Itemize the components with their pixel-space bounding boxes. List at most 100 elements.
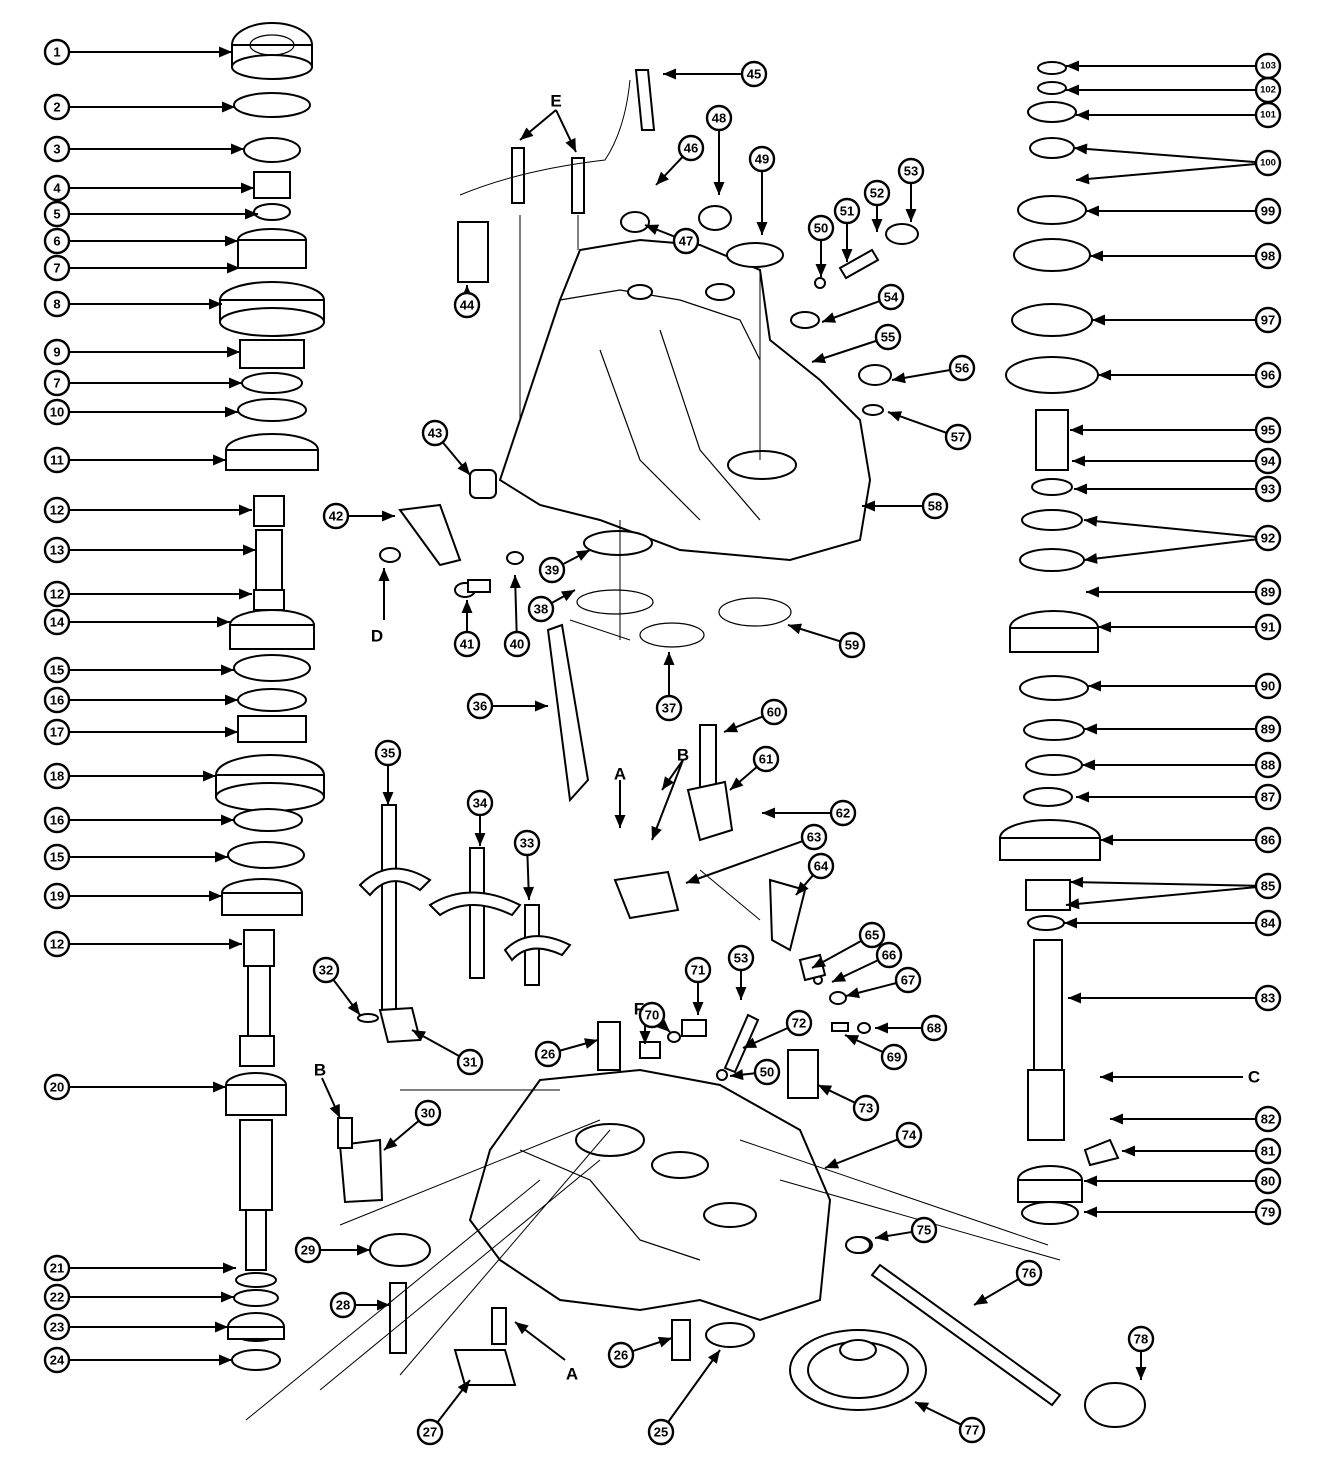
callout-14: 14: [43, 608, 71, 636]
callout-circle: [43, 1313, 71, 1341]
callout-number: 46: [684, 141, 698, 156]
arrowhead: [213, 1081, 226, 1093]
arrowhead: [818, 1085, 833, 1096]
arrowhead: [515, 1322, 529, 1335]
arrowhead: [905, 209, 917, 222]
callout-number: 66: [882, 948, 896, 963]
callout-17: 17: [43, 718, 71, 746]
callout-circle: [1254, 475, 1282, 503]
arrowhead: [846, 987, 860, 999]
arrowhead: [457, 1380, 470, 1394]
callout-number: 102: [1260, 85, 1276, 96]
arrowhead: [535, 700, 548, 712]
leader-line: [1073, 147, 1257, 164]
callout-circle: [43, 398, 71, 426]
callout-31: 31: [456, 1048, 484, 1076]
callout-number: 24: [50, 1353, 65, 1368]
callout-32: 32: [312, 956, 340, 984]
callout-84: 84: [1254, 909, 1282, 937]
arrowhead: [1068, 992, 1081, 1004]
callout-68: 68: [920, 1014, 948, 1042]
callout-13: 13: [43, 536, 71, 564]
callout-number: 47: [679, 234, 693, 249]
callout-45: 45: [740, 60, 768, 88]
callout-circle: [1254, 1167, 1282, 1195]
callout-number: 56: [955, 361, 969, 376]
callout-circle: [921, 492, 949, 520]
callout-16: 16: [43, 686, 71, 714]
callout-circle: [800, 823, 828, 851]
callout-circle: [894, 966, 922, 994]
callout-circle: [43, 762, 71, 790]
callout-number: 55: [881, 330, 895, 345]
arrowhead: [1086, 205, 1099, 217]
arrowhead: [1070, 424, 1083, 436]
leader-line: [685, 840, 804, 884]
arrowhead: [1084, 723, 1097, 735]
mainshaft-assembly: [215, 22, 325, 1371]
callout-number: 94: [1261, 454, 1276, 469]
callout-number: 26: [541, 1047, 555, 1062]
arrowhead: [815, 264, 827, 277]
callout-circle: [43, 1073, 71, 1101]
callout-50: 50: [807, 214, 835, 242]
callout-95: 95: [1254, 416, 1282, 444]
callout-number: 11: [50, 453, 64, 468]
callout-26: 26: [607, 1341, 635, 1369]
callout-69: 69: [880, 1043, 908, 1071]
arrowhead: [1100, 1071, 1113, 1083]
arrowhead: [217, 616, 230, 628]
callout-circle: [875, 941, 903, 969]
arrowhead: [639, 1031, 651, 1044]
callout-92: 92: [1254, 524, 1282, 552]
callout-circle: [43, 930, 71, 958]
callout-58: 58: [921, 492, 949, 520]
callout-26: 26: [534, 1040, 562, 1068]
callout-57: 57: [944, 423, 972, 451]
callout-34: 34: [466, 789, 494, 817]
callout-circle: [43, 882, 71, 910]
callout-circle: [43, 38, 71, 66]
callout-89: 89: [1254, 578, 1282, 606]
callout-number: 2: [53, 100, 60, 115]
arrowhead: [1070, 876, 1084, 888]
arrowhead: [1066, 60, 1079, 72]
callout-59: 59: [838, 631, 866, 659]
callout-55: 55: [874, 323, 902, 351]
callout-number: 40: [510, 637, 524, 652]
callout-circle: [1254, 149, 1282, 177]
callout-number: 75: [917, 1223, 931, 1238]
callout-circle: [43, 254, 71, 282]
callout-number: 26: [614, 1348, 628, 1363]
callout-number: 3: [53, 142, 60, 157]
callout-number: 80: [1261, 1174, 1275, 1189]
arrowhead: [229, 377, 242, 389]
callout-labels: 1234567897101112131214151617181615191220…: [43, 38, 1282, 1446]
callout-number: 13: [50, 543, 64, 558]
callout-102: 102: [1254, 76, 1282, 104]
callout-number: 83: [1261, 991, 1275, 1006]
callout-number: 96: [1261, 368, 1275, 383]
callout-circle: [1254, 826, 1282, 854]
arrowhead: [239, 504, 252, 516]
callout-7: 7: [43, 369, 71, 397]
arrowhead: [382, 510, 395, 522]
callout-circle: [920, 1014, 948, 1042]
callout-51: 51: [833, 197, 861, 225]
callout-circle: [1254, 1198, 1282, 1226]
callout-circle: [1254, 447, 1282, 475]
callout-circle: [322, 502, 350, 530]
callout-number: 97: [1261, 313, 1275, 328]
callout-number: 15: [50, 663, 64, 678]
callout-number: 52: [870, 186, 884, 201]
callout-number: 58: [928, 499, 942, 514]
arrowhead: [583, 1038, 598, 1049]
callout-number: 53: [904, 164, 918, 179]
callout-number: 71: [691, 963, 705, 978]
arrowhead: [509, 575, 521, 589]
callout-circle: [1254, 751, 1282, 779]
callout-number: 101: [1260, 110, 1277, 121]
callout-number: 12: [50, 503, 64, 518]
callout-number: 44: [460, 298, 475, 313]
